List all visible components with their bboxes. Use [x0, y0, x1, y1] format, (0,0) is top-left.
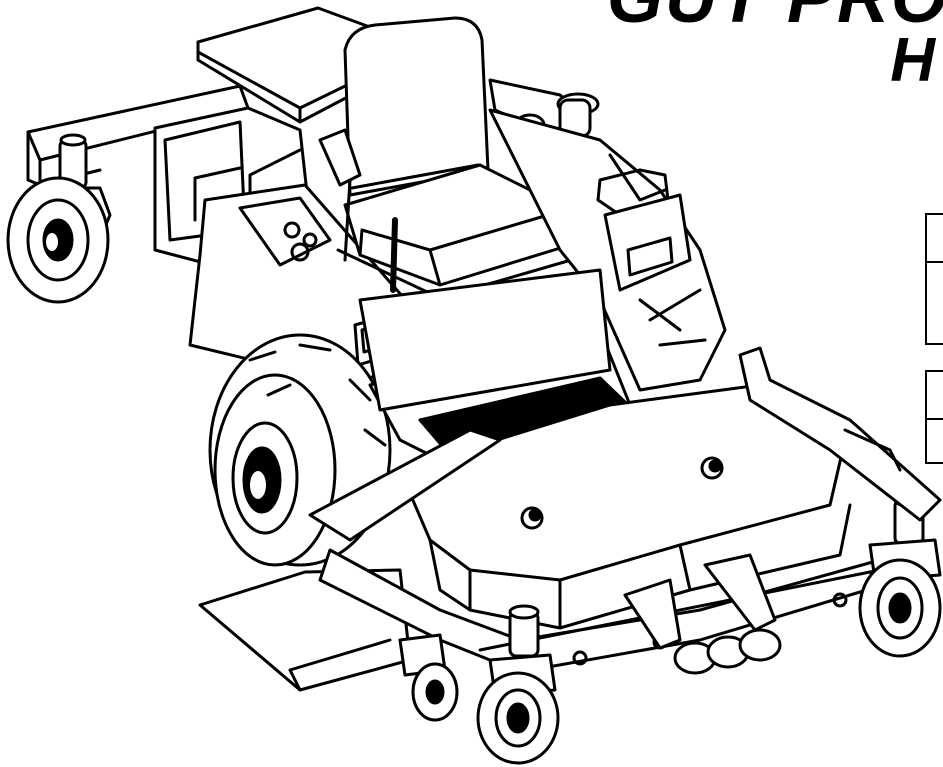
control-levers — [318, 78, 600, 293]
operator-seat — [336, 16, 580, 300]
front-center-caster — [476, 604, 560, 765]
info-box-lower — [925, 370, 943, 464]
cover-title-line-1: GUT PRO — [607, 0, 943, 34]
mower-deck — [398, 383, 852, 630]
roller-bumpers — [623, 553, 782, 675]
front-right-caster — [858, 492, 942, 658]
front-left-caster — [398, 633, 459, 722]
right-deck-arm — [738, 346, 942, 522]
cover-title-line-2: H — [890, 26, 935, 95]
left-rear-caster — [6, 133, 112, 304]
right-rear-area — [488, 108, 727, 392]
info-box-upper — [925, 213, 943, 345]
